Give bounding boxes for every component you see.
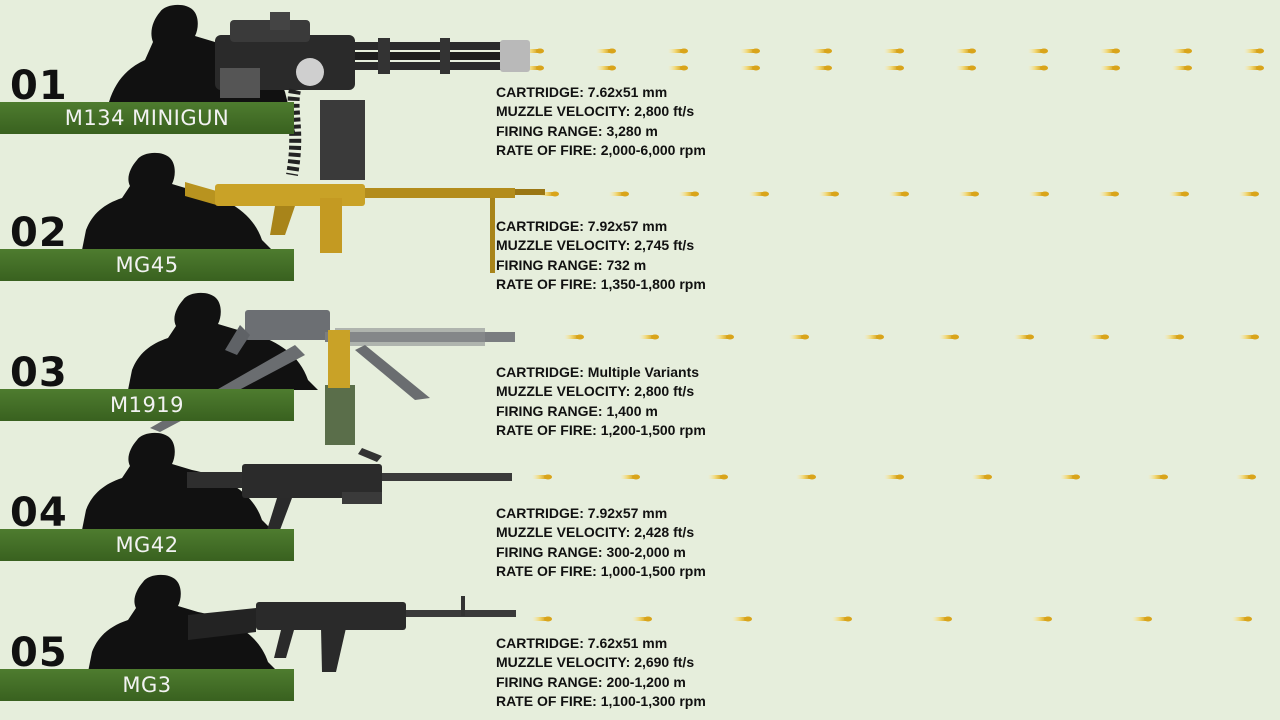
weapon-row-4: 04 MG42 CARTRIDGE: 7.92x57 mm MUZZLE VEL… <box>0 420 1280 579</box>
spec-list: CARTRIDGE: Multiple Variants MUZZLE VELO… <box>496 363 706 440</box>
weapon-row-5: 05 MG3 CARTRIDGE: 7.62x51 mm MUZZLE VELO… <box>0 560 1280 709</box>
weapon-name-bar: M1919 <box>0 389 294 421</box>
spec-firing-range: FIRING RANGE: 200-1,200 m <box>496 673 686 690</box>
weapon-row-2: 02 MG45 CARTRIDGE: 7.92x57 mm MUZZLE VEL… <box>0 140 1280 292</box>
weapon-name-bar: MG45 <box>0 249 294 281</box>
spec-cartridge: CARTRIDGE: 7.92x57 mm <box>496 505 668 521</box>
spec-firing-range: FIRING RANGE: 1,400 m <box>496 402 658 419</box>
spec-list: CARTRIDGE: 7.62x51 mm MUZZLE VELOCITY: 2… <box>496 634 706 711</box>
spec-firing-range: FIRING RANGE: 732 m <box>496 256 647 273</box>
spec-rate-of-fire: RATE OF FIRE: 1,350-1,800 rpm <box>496 275 706 292</box>
spec-cartridge: CARTRIDGE: Multiple Variants <box>496 364 700 380</box>
spec-cartridge: CARTRIDGE: 7.62x51 mm <box>496 635 668 651</box>
spec-muzzle-velocity: MUZZLE VELOCITY: 2,800 ft/s <box>496 383 695 400</box>
spec-list: CARTRIDGE: 7.92x57 mm MUZZLE VELOCITY: 2… <box>496 504 706 581</box>
weapon-name-bar: MG42 <box>0 529 294 561</box>
spec-muzzle-velocity: MUZZLE VELOCITY: 2,745 ft/s <box>496 237 695 254</box>
spec-muzzle-velocity: MUZZLE VELOCITY: 2,800 ft/s <box>496 103 695 120</box>
spec-rate-of-fire: RATE OF FIRE: 1,200-1,500 rpm <box>496 421 706 438</box>
rank-number: 03 <box>10 350 68 396</box>
rank-number: 04 <box>10 490 68 536</box>
spec-list: CARTRIDGE: 7.62x51 mm MUZZLE VELOCITY: 2… <box>496 83 706 160</box>
soldier-silhouette <box>88 574 278 672</box>
mg45-image <box>185 182 545 273</box>
spec-firing-range: FIRING RANGE: 300-2,000 m <box>496 543 686 560</box>
soldier-silhouette <box>82 152 272 250</box>
rank-number: 01 <box>10 63 68 109</box>
weapon-name-bar: MG3 <box>0 669 294 701</box>
mg42-image <box>187 448 512 530</box>
rank-number: 05 <box>10 630 68 676</box>
spec-rate-of-fire: RATE OF FIRE: 1,100-1,300 rpm <box>496 692 706 709</box>
weapon-row-3: 03 M1919 CARTRIDGE: Multiple Variants MU… <box>0 280 1280 445</box>
spec-list: CARTRIDGE: 7.92x57 mm MUZZLE VELOCITY: 2… <box>496 217 706 294</box>
spec-cartridge: CARTRIDGE: 7.62x51 mm <box>496 84 668 100</box>
weapon-name-bar: M134 MINIGUN <box>0 102 294 134</box>
spec-rate-of-fire: RATE OF FIRE: 2,000-6,000 rpm <box>496 141 706 158</box>
spec-rate-of-fire: RATE OF FIRE: 1,000-1,500 rpm <box>496 562 706 579</box>
soldier-silhouette <box>105 5 295 132</box>
spec-firing-range: FIRING RANGE: 3,280 m <box>496 122 658 139</box>
spec-cartridge: CARTRIDGE: 7.92x57 mm <box>496 218 668 234</box>
minigun-image <box>215 12 530 180</box>
spec-muzzle-velocity: MUZZLE VELOCITY: 2,428 ft/s <box>496 524 695 541</box>
rank-number: 02 <box>10 210 68 256</box>
mg3-image <box>188 596 516 672</box>
weapon-row-1: 01 M134 MINIGUN CARTRIDGE: 7.62x51 mm MU… <box>0 0 1280 180</box>
soldier-silhouette <box>82 432 272 530</box>
spec-muzzle-velocity: MUZZLE VELOCITY: 2,690 ft/s <box>496 654 695 671</box>
